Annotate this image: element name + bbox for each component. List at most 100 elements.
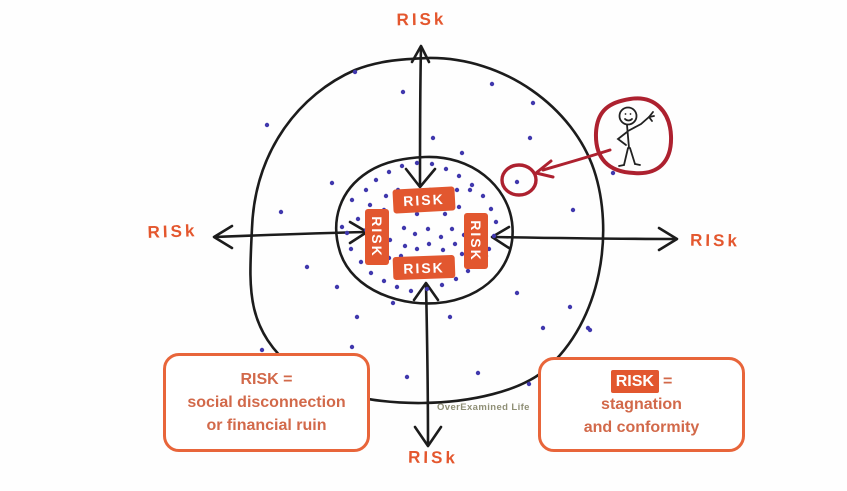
scatter-dot bbox=[381, 278, 387, 284]
left-definition-box: RISK = social disconnection or financial… bbox=[163, 353, 370, 452]
scatter-dot bbox=[440, 247, 446, 253]
scatter-dot bbox=[527, 135, 533, 141]
axis-label-left: RISk bbox=[147, 221, 198, 242]
scatter-dot bbox=[408, 288, 414, 294]
scatter-dot bbox=[394, 284, 400, 290]
red-dot-circle bbox=[500, 163, 538, 197]
scatter-dot bbox=[304, 264, 310, 270]
scatter-dot bbox=[373, 177, 379, 183]
scatter-dot bbox=[383, 193, 389, 199]
red-highlight-blob bbox=[593, 96, 674, 176]
scatter-dot bbox=[355, 216, 361, 222]
scatter-dot bbox=[456, 204, 462, 210]
scatter-dot bbox=[426, 241, 432, 247]
scatter-dot bbox=[368, 270, 374, 276]
right-box-risk-badge: RISK bbox=[610, 369, 659, 393]
scatter-dot bbox=[429, 161, 435, 167]
scatter-dot bbox=[399, 163, 405, 169]
stick-figure-legs bbox=[623, 147, 636, 166]
right-box-line1: RISK= bbox=[547, 369, 736, 393]
center-badge-left: RISK bbox=[365, 209, 389, 265]
scatter-dot bbox=[488, 206, 494, 212]
scatter-dot bbox=[402, 243, 408, 249]
scatter-dot bbox=[278, 209, 284, 215]
scatter-dot bbox=[329, 180, 335, 186]
scatter-dot bbox=[414, 211, 420, 217]
scatter-dot bbox=[352, 69, 358, 75]
scatter-dot bbox=[438, 234, 444, 240]
scatter-dot bbox=[348, 246, 354, 252]
scatter-dot bbox=[489, 81, 495, 87]
stick-figure-head bbox=[618, 106, 638, 126]
scatter-dot bbox=[386, 169, 392, 175]
scatter-dot bbox=[349, 344, 355, 350]
stick-figure-waving-arm bbox=[627, 116, 650, 132]
scatter-dot bbox=[459, 150, 465, 156]
scatter-dot bbox=[475, 370, 481, 376]
scatter-dot bbox=[443, 166, 449, 172]
scatter-dot bbox=[456, 173, 462, 179]
scatter-dot bbox=[334, 284, 340, 290]
scatter-dot bbox=[400, 89, 406, 95]
left-box-line2: social disconnection bbox=[187, 393, 346, 411]
scatter-dot bbox=[493, 219, 499, 225]
stick-figure-body bbox=[626, 124, 630, 149]
left-risk-arrow bbox=[212, 220, 369, 250]
left-box-line3: or financial ruin bbox=[206, 417, 327, 435]
scatter-dot bbox=[442, 211, 448, 217]
scatter-dot bbox=[425, 226, 431, 232]
stick-figure-bent-arm bbox=[616, 131, 628, 146]
scatter-dot bbox=[349, 197, 355, 203]
center-badge-top: RISK bbox=[392, 186, 456, 214]
right-box-line3: and conformity bbox=[583, 419, 700, 437]
scatter-dot bbox=[567, 304, 573, 310]
scatter-dot bbox=[264, 122, 270, 128]
scatter-dot bbox=[390, 300, 396, 306]
scatter-dot bbox=[363, 187, 369, 193]
scatter-dot bbox=[610, 170, 616, 176]
scatter-dot bbox=[447, 314, 453, 320]
scatter-dot bbox=[467, 187, 473, 193]
red-pointer-arrow bbox=[534, 148, 612, 179]
scatter-dot bbox=[469, 182, 475, 188]
scatter-dot bbox=[465, 268, 471, 274]
scatter-dot bbox=[259, 347, 265, 353]
scatter-dot bbox=[459, 251, 465, 257]
scatter-dot bbox=[339, 224, 345, 230]
scatter-dot bbox=[570, 207, 576, 213]
stick-figure bbox=[616, 106, 655, 167]
right-risk-arrow bbox=[490, 225, 679, 252]
scatter-dot bbox=[453, 276, 459, 282]
scatter-dot bbox=[401, 225, 407, 231]
axis-label-right: RISk bbox=[689, 230, 741, 251]
center-badge-right: RISK bbox=[464, 213, 488, 269]
right-box-equals: = bbox=[662, 372, 673, 390]
scatter-dot bbox=[526, 381, 532, 387]
scatter-dot bbox=[358, 259, 364, 265]
scatter-dot bbox=[430, 135, 436, 141]
scatter-dot bbox=[404, 374, 410, 380]
scatter-dot bbox=[414, 160, 420, 166]
scatter-dot bbox=[344, 230, 350, 236]
scatter-dot bbox=[491, 233, 497, 239]
scatter-dot bbox=[414, 246, 420, 252]
scatter-dot bbox=[530, 100, 536, 106]
scatter-dot bbox=[480, 193, 486, 199]
scatter-dot bbox=[514, 290, 520, 296]
scatter-dot bbox=[354, 314, 360, 320]
scatter-dot bbox=[452, 241, 458, 247]
top-risk-arrow bbox=[404, 44, 437, 189]
right-box-line2: stagnation bbox=[601, 395, 682, 413]
right-definition-box: RISK= stagnation and conformity bbox=[538, 357, 745, 452]
axis-label-bottom: RISk bbox=[407, 447, 459, 468]
scatter-dot bbox=[540, 325, 546, 331]
inner-circle bbox=[335, 155, 514, 305]
scatter-dot bbox=[424, 286, 430, 292]
center-badge-bottom: RISK bbox=[392, 254, 456, 281]
left-box-line1: RISK = bbox=[240, 370, 293, 388]
watermark: OverExamined Life bbox=[437, 402, 530, 413]
scatter-dot bbox=[449, 226, 455, 232]
scatter-dot bbox=[514, 179, 520, 185]
scatter-dot bbox=[454, 187, 460, 193]
